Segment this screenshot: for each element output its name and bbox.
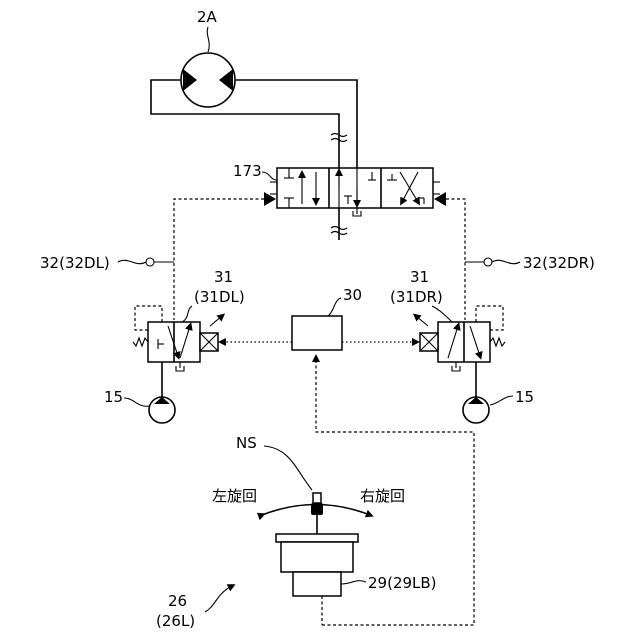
- directional-valve-leader: [262, 172, 277, 180]
- directional-valve: [264, 168, 446, 208]
- pump-left-leader: [124, 398, 149, 406]
- device-number-label: 26: [168, 592, 187, 610]
- proportional-valve-left-tank: [176, 362, 184, 371]
- proportional-valve-right-label: (31DR): [390, 288, 443, 306]
- operation-lever: [311, 493, 323, 534]
- pump-right: [463, 397, 489, 423]
- turn-left-label: 左旋回: [212, 487, 257, 505]
- lever-sensor-leader: [341, 581, 366, 584]
- proportional-valve-left-number: 31: [214, 268, 233, 286]
- hydraulic-motor: [181, 53, 235, 107]
- pressure-sensor-left-label: 32(32DL): [40, 254, 110, 272]
- controller-box: [292, 316, 342, 350]
- motor-leader-line: [207, 27, 209, 52]
- pilot-line-right: [446, 199, 465, 320]
- controller-label: 30: [343, 286, 362, 304]
- motor-left-pipe: [151, 80, 339, 168]
- valve-tank-symbol: [353, 208, 361, 216]
- pressure-sensor-right: [484, 258, 492, 266]
- proportional-valve-right-arrow: [416, 316, 428, 326]
- motor-label: 2A: [197, 8, 218, 26]
- pressure-sensor-right-label: 32(32DR): [523, 254, 595, 272]
- device-pointer-arrow: [205, 586, 232, 612]
- proportional-valve-right-number: 31: [410, 268, 429, 286]
- pump-right-label: 15: [515, 388, 534, 406]
- turn-right-label: 右旋回: [360, 487, 405, 505]
- neutral-leader: [264, 446, 312, 490]
- lever-base: [276, 534, 358, 596]
- proportional-valve-right-tank: [452, 362, 460, 371]
- controller-leader: [328, 298, 341, 316]
- proportional-valve-left-label: (31DL): [194, 288, 245, 306]
- pressure-sensor-left-leader: [118, 260, 146, 263]
- proportional-valve-right: [420, 322, 505, 362]
- lever-sensor-label: 29(29LB): [368, 574, 437, 592]
- directional-valve-label: 173: [233, 162, 262, 180]
- pump-left: [149, 397, 175, 423]
- pump-right-leader: [490, 396, 513, 405]
- neutral-label: NS: [236, 434, 257, 452]
- proportional-valve-left-leader: [182, 306, 192, 322]
- pump-left-label: 15: [104, 388, 123, 406]
- proportional-valve-left-arrow: [210, 316, 222, 326]
- proportional-valve-right-leader: [432, 306, 452, 322]
- proportional-valve-left: [133, 322, 218, 362]
- pressure-sensor-left: [146, 258, 154, 266]
- pressure-sensor-right-leader: [492, 260, 520, 263]
- device-sub-label: (26L): [156, 612, 195, 630]
